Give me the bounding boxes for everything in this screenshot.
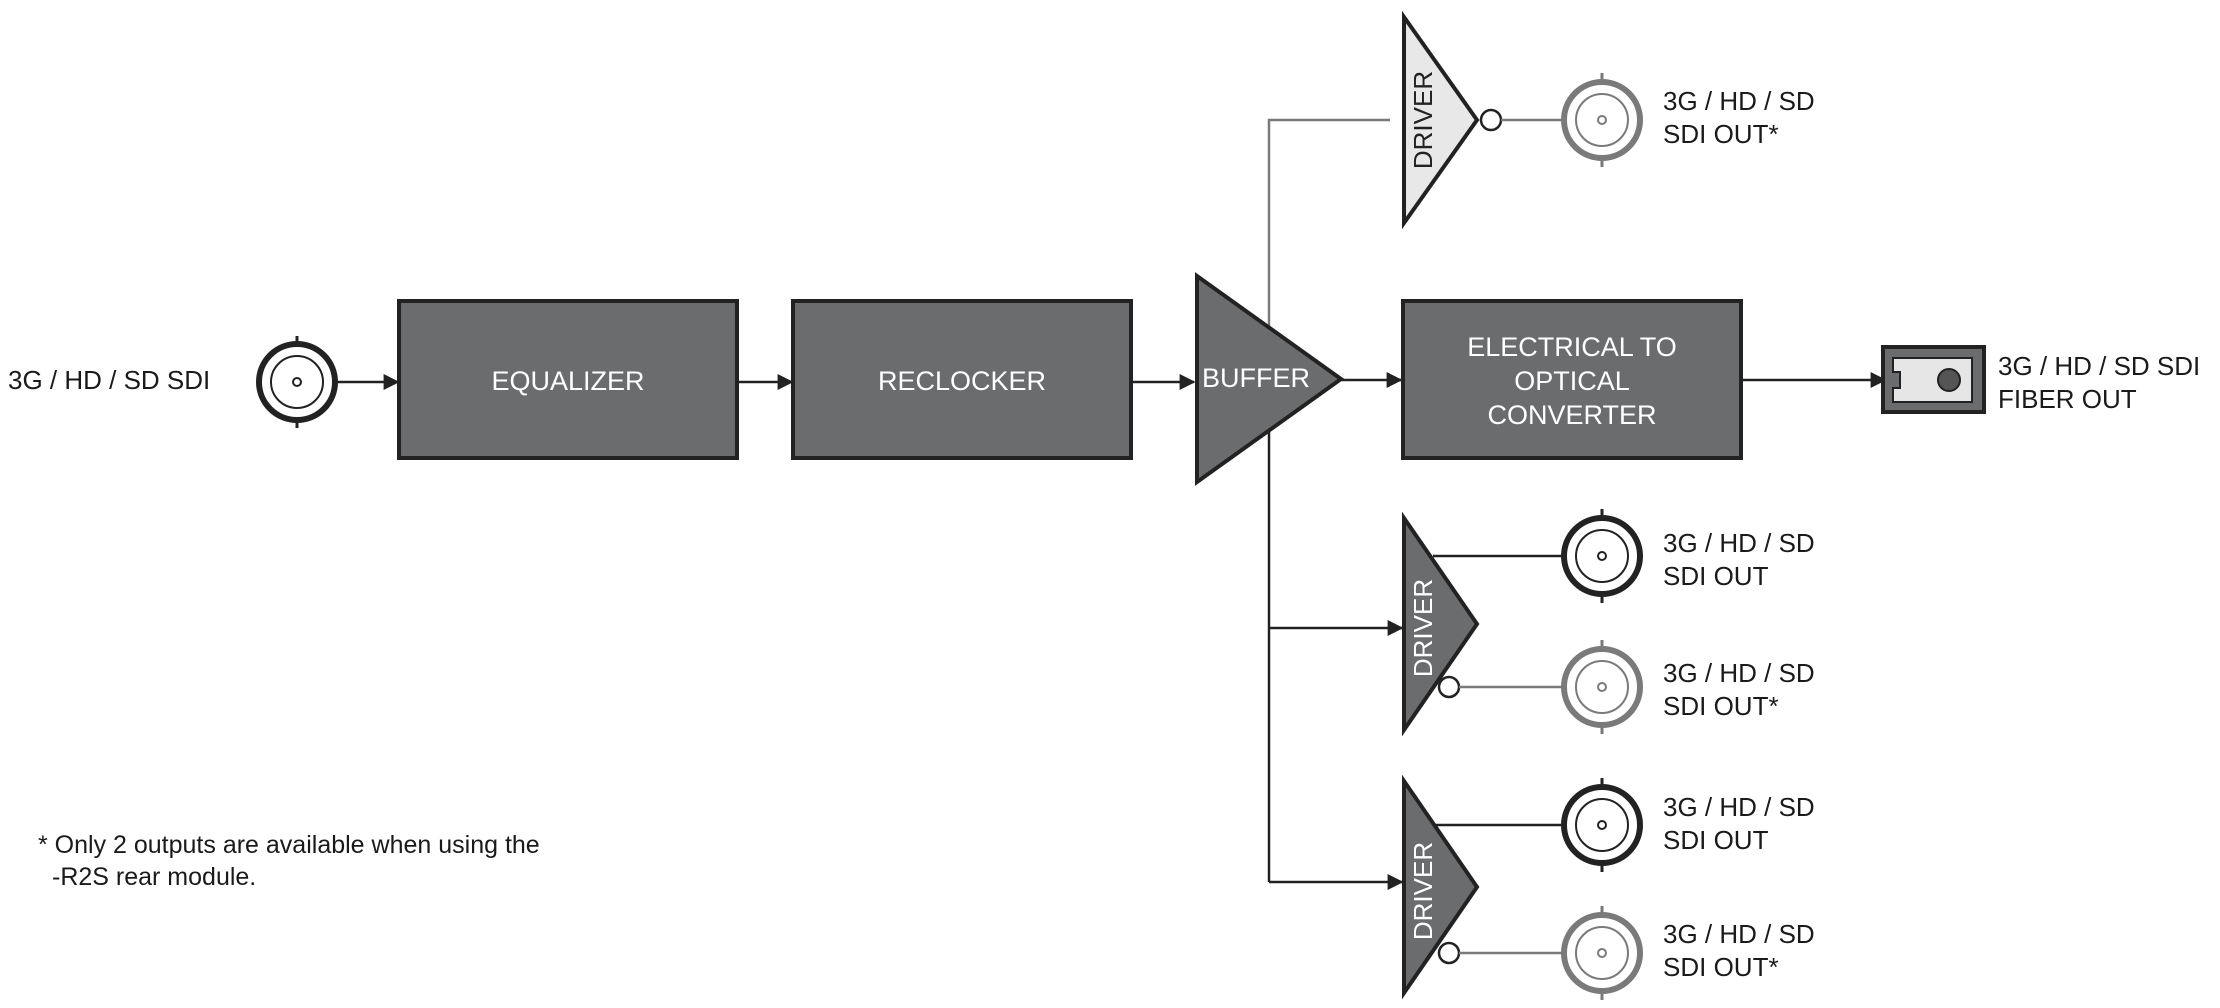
footnote-line1: * Only 2 outputs are available when usin… bbox=[38, 831, 540, 859]
top-out-label-line1: 3G / HD / SD bbox=[1663, 86, 1815, 116]
driver2-block bbox=[1402, 511, 1480, 737]
out4-bnc-icon bbox=[1561, 906, 1643, 1000]
input-label: 3G / HD / SD SDI bbox=[8, 365, 210, 395]
out1-bnc-icon bbox=[1561, 509, 1643, 603]
out3-label-line1: 3G / HD / SD bbox=[1663, 792, 1815, 822]
buffer-block bbox=[1195, 272, 1345, 486]
driver3-block bbox=[1402, 774, 1480, 1000]
out3-label-line2: SDI OUT bbox=[1663, 825, 1769, 855]
driver2-inverter-icon bbox=[1437, 675, 1461, 699]
top-bnc-icon bbox=[1561, 73, 1643, 167]
input-bnc-icon bbox=[256, 336, 338, 428]
converter-label-line3: CONVERTER bbox=[1487, 400, 1656, 430]
top-driver-inverter-icon bbox=[1479, 108, 1503, 132]
driver3-label: DRIVER bbox=[1408, 842, 1438, 940]
out1-label-line1: 3G / HD / SD bbox=[1663, 528, 1815, 558]
converter-block bbox=[1401, 299, 1743, 460]
equalizer-block bbox=[397, 299, 739, 460]
footnote-line2: -R2S rear module. bbox=[52, 863, 256, 891]
driver2-label: DRIVER bbox=[1408, 579, 1438, 677]
out1-label-line2: SDI OUT bbox=[1663, 561, 1769, 591]
driver3-inverter-icon bbox=[1437, 941, 1461, 965]
fiber-connector-icon bbox=[1881, 345, 1986, 414]
fiber-out-label-line2: FIBER OUT bbox=[1998, 384, 2137, 414]
top-driver-block bbox=[1402, 10, 1480, 230]
fiber-out-label-line1: 3G / HD / SD SDI bbox=[1998, 351, 2200, 381]
reclocker-label: RECLOCKER bbox=[878, 366, 1046, 396]
out2-bnc-icon bbox=[1561, 640, 1643, 734]
converter-label-line1: ELECTRICAL TO bbox=[1467, 332, 1677, 362]
equalizer-label: EQUALIZER bbox=[491, 366, 644, 396]
top-out-label-line2: SDI OUT* bbox=[1663, 119, 1779, 149]
reclocker-block bbox=[791, 299, 1133, 460]
out3-bnc-icon bbox=[1561, 778, 1643, 872]
buffer-label: BUFFER bbox=[1202, 363, 1310, 393]
buffer-to-top-driver-line bbox=[1267, 118, 1390, 330]
converter-label-line2: OPTICAL bbox=[1514, 366, 1630, 396]
out4-label-line1: 3G / HD / SD bbox=[1663, 919, 1815, 949]
out4-label-line2: SDI OUT* bbox=[1663, 952, 1779, 982]
out2-label-line1: 3G / HD / SD bbox=[1663, 658, 1815, 688]
out2-label-line2: SDI OUT* bbox=[1663, 691, 1779, 721]
top-driver-label: DRIVER bbox=[1408, 71, 1438, 169]
